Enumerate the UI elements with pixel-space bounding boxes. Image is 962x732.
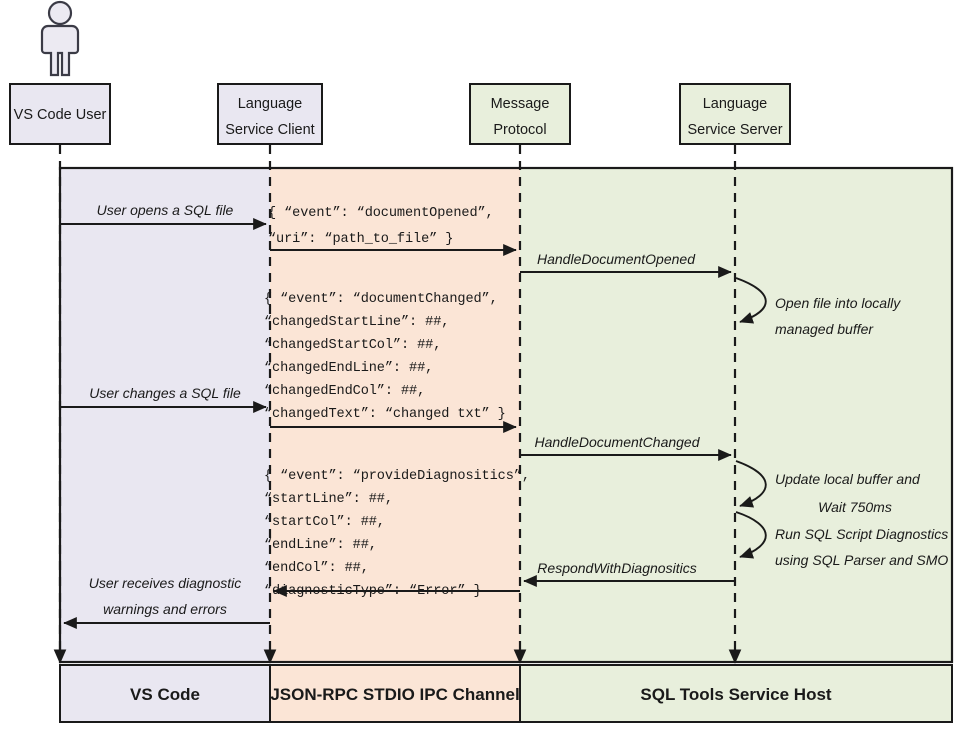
json-block-document-opened: { “event”: “documentOpened”, “uri”: “pat… [268, 206, 494, 247]
message-handle-document-changed: HandleDocumentChanged [520, 434, 732, 462]
message-label-user-receives-line2: warnings and errors [103, 601, 227, 617]
json-line-diag-4: “endCol”: ##, [264, 561, 369, 576]
json-line-changed-5: “changedText”: “changed txt” } [264, 407, 506, 422]
json-line-diag-3: “endLine”: ##, [264, 538, 377, 553]
note-open-file-line2: managed buffer [775, 321, 874, 337]
participant-box-server[interactable]: Language Service Server [679, 83, 791, 145]
json-line-opened-0: { “event”: “documentOpened”, [268, 206, 494, 221]
note-run-diagnostics-line2: using SQL Parser and SMO [775, 552, 948, 568]
participant-box-user-rect [9, 83, 111, 145]
footer-cell-service-rect [519, 664, 953, 723]
participant-label-server-line2: Service Server [687, 122, 782, 138]
participant-label-client-line2: Service Client [225, 122, 314, 138]
footer-cell-ipc-rect [269, 664, 521, 723]
message-user-changes-file: User changes a SQL file [60, 385, 267, 414]
note-open-file-line1: Open file into locally [775, 295, 901, 311]
note-run-diagnostics-line1: Run SQL Script Diagnostics [775, 526, 948, 542]
participant-box-user[interactable]: VS Code User [9, 83, 111, 145]
self-call-run-diagnostics: Run SQL Script Diagnostics using SQL Par… [735, 511, 948, 568]
json-line-changed-0: { “event”: “documentChanged”, [264, 292, 498, 307]
message-label-user-receives-line1: User receives diagnostic [89, 575, 242, 591]
json-line-diag-0: { “event”: “provideDiagnositics”, [264, 469, 530, 484]
json-line-diag-1: “startLine”: ##, [264, 492, 393, 507]
lifelines [53, 145, 742, 664]
participant-label-protocol-line1: Message [491, 96, 550, 112]
band-vscode [60, 168, 270, 662]
participant-box-client-rect [217, 83, 323, 145]
participant-box-client[interactable]: Language Service Client [217, 83, 323, 145]
message-user-opens-file: User opens a SQL file [60, 202, 267, 231]
footer-label-ipc: JSON-RPC STDIO IPC Channel [270, 685, 519, 704]
message-label-user-changes: User changes a SQL file [89, 385, 241, 401]
participant-box-protocol-rect [469, 83, 571, 145]
message-respond-with-diagnositics: RespondWithDiagnositics [523, 560, 735, 588]
message-user-receives-diagnostics: User receives diagnostic warnings and er… [63, 575, 270, 630]
actor-body-icon [40, 24, 80, 77]
json-block-document-changed: { “event”: “documentChanged”, “changedSt… [264, 292, 506, 422]
json-line-changed-2: “changedStartCol”: ##, [264, 338, 441, 353]
participant-label-server-line1: Language [703, 96, 768, 112]
message-label-handle-document-opened: HandleDocumentOpened [537, 251, 696, 267]
self-call-update-buffer: Update local buffer and Wait 750ms [735, 460, 921, 515]
self-arc-update-buffer [735, 460, 767, 508]
json-line-opened-1: “uri”: “path_to_file” } [268, 232, 453, 247]
message-label-user-opens: User opens a SQL file [97, 202, 234, 218]
participant-box-protocol[interactable]: Message Protocol [469, 83, 571, 145]
actor-head-icon [47, 0, 73, 26]
note-update-buffer-line1: Update local buffer and [775, 471, 921, 487]
footer-label-vscode: VS Code [130, 685, 200, 704]
note-update-buffer-line2: Wait 750ms [818, 499, 892, 515]
message-label-handle-document-changed: HandleDocumentChanged [535, 434, 701, 450]
self-arc-open-file [735, 277, 767, 324]
footer-label-service: SQL Tools Service Host [640, 685, 831, 704]
participant-label-client-line1: Language [238, 96, 303, 112]
json-line-changed-3: “changedEndLine”: ##, [264, 361, 433, 376]
actor-vs-code-user [40, 0, 80, 77]
self-call-open-file: Open file into locally managed buffer [735, 277, 901, 337]
json-line-diag-2: “startCol”: ##, [264, 515, 385, 530]
footer-bar: VS Code JSON-RPC STDIO IPC Channel SQL T… [59, 664, 953, 723]
json-line-changed-4: “changedEndCol”: ##, [264, 384, 425, 399]
participant-label-user: VS Code User [14, 107, 107, 123]
json-line-changed-1: “changedStartLine”: ##, [264, 315, 449, 330]
participant-box-server-rect [679, 83, 791, 145]
self-arc-run-diagnostics [735, 511, 767, 559]
message-handle-document-opened: HandleDocumentOpened [520, 251, 732, 279]
participant-label-protocol-line2: Protocol [493, 122, 546, 138]
message-label-respond-with-diagnositics: RespondWithDiagnositics [537, 560, 696, 576]
band-frame [58, 166, 954, 664]
